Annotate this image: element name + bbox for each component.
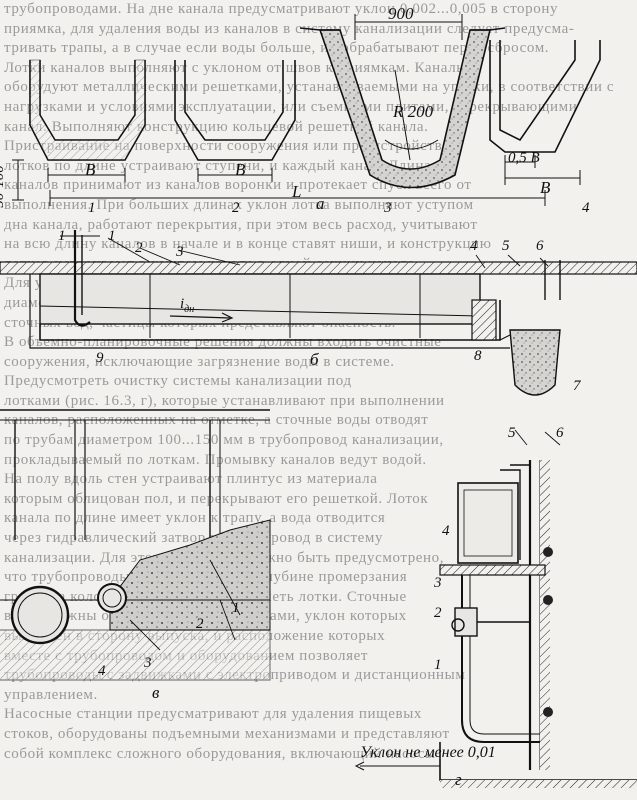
dim-900: 900 xyxy=(388,4,414,23)
label-b-8: 8 xyxy=(474,348,482,364)
background-text-line: тривать трапы, а в случае если воды боль… xyxy=(4,40,550,57)
label-b-1: 1 xyxy=(108,228,116,244)
dim-b-section-1: B xyxy=(85,160,96,179)
label-b-2: 2 xyxy=(135,240,143,256)
dim-b-section-2: B xyxy=(235,160,246,179)
dim-b-section-4: B xyxy=(540,178,551,197)
label-a-3: 3 xyxy=(384,200,392,216)
label-v-2: 2 xyxy=(196,616,204,632)
slope-note: Уклон не менее 0,01 xyxy=(360,744,496,761)
label-g-1: 1 xyxy=(434,657,442,673)
label-v-3: 3 xyxy=(144,655,152,671)
background-text-line: по трубам диаметром 100...150 мм в трубо… xyxy=(4,432,444,449)
label-b-3: 3 xyxy=(176,244,184,260)
figure-g-wall-trap xyxy=(354,429,637,788)
label-b-4: 4 xyxy=(470,238,478,254)
background-text-line: канала по длине имеет уклон к трапу, а в… xyxy=(4,510,386,527)
background-text-line: Предусмотреть очистку системы канализаци… xyxy=(4,373,352,390)
caption-b: б xyxy=(310,350,319,369)
figure-a-section-2 xyxy=(174,60,296,182)
label-g-3: 3 xyxy=(434,575,442,591)
dim-radius-200: R 200 xyxy=(393,102,434,121)
figure-v-ground-section xyxy=(0,409,271,681)
figure-a-section-4 xyxy=(489,40,601,185)
figure-b-longitudinal-channel xyxy=(0,190,637,396)
background-text-line: Насосные станции предусматривают для уда… xyxy=(4,706,422,723)
label-v-4: 4 xyxy=(98,663,106,679)
background-text-line: приямка, для удаления воды из каналов в … xyxy=(4,20,575,37)
background-text-line: собой комплекс сложного оборудования, вк… xyxy=(4,745,436,762)
label-b-1-left: 1 xyxy=(58,228,66,244)
label-g-2: 2 xyxy=(434,605,442,621)
background-text-line: выполнения. При больших длинах уклон лот… xyxy=(4,196,474,213)
background-text-line: В объемно-планировочные решения должны в… xyxy=(4,334,442,351)
background-text-line: через гидравлический затвор и трубопрово… xyxy=(4,530,384,547)
label-b-7: 7 xyxy=(573,378,581,394)
dim-50-100: 50-100 xyxy=(0,165,7,208)
label-b-5: 5 xyxy=(502,238,510,254)
figure-a-section-1-wall xyxy=(29,59,146,161)
label-g-5: 5 xyxy=(508,425,516,441)
background-text-line: дна канала, работают перекрытия, при это… xyxy=(4,216,478,233)
label-g-6: 6 xyxy=(556,425,564,441)
background-text-line: которым облицован пол, и перекрывают его… xyxy=(4,490,429,507)
figure-a-section-3 xyxy=(299,14,506,189)
label-a-1: 1 xyxy=(88,200,96,216)
background-text-line: сооружения, исключающие загрязнение воды… xyxy=(4,353,395,370)
background-text-line: прокладываемый по лоткам. Промывку канал… xyxy=(4,451,427,468)
background-text-line: стоков, оборудованы подъемными механизма… xyxy=(4,725,450,742)
label-g-4: 4 xyxy=(442,523,450,539)
background-text-line: управлением. xyxy=(4,686,98,703)
slope-i-dn: iдн xyxy=(180,296,195,315)
label-a-2: 2 xyxy=(232,200,240,216)
label-b-6: 6 xyxy=(536,238,544,254)
caption-a: а xyxy=(316,194,325,213)
label-b-9: 9 xyxy=(96,350,104,366)
background-text-line: каналов принимают из каналов воронки и п… xyxy=(4,177,472,194)
background-text-line: лотками (рис. 16.3, г), которые устанавл… xyxy=(4,392,445,409)
background-text-line: нагрузками и условиями эксплуатации, или… xyxy=(4,98,578,115)
background-text-line: На полу вдоль стен устраивают плинтус из… xyxy=(4,471,378,488)
background-text-line: трубопроводами. На дне канала предусматр… xyxy=(4,1,559,17)
background-text-line: лотков по длине устраивают ступени, и ка… xyxy=(4,157,432,174)
caption-g: г xyxy=(455,770,462,789)
dim-length-l: L xyxy=(292,182,302,201)
label-v-1: 1 xyxy=(232,600,240,616)
caption-v: в xyxy=(152,683,160,702)
label-a-4: 4 xyxy=(582,200,590,216)
background-text-line: канал. Выполняют конструкцию кольцевой р… xyxy=(4,118,429,135)
dim-half-b: 0,5 B xyxy=(508,150,540,166)
